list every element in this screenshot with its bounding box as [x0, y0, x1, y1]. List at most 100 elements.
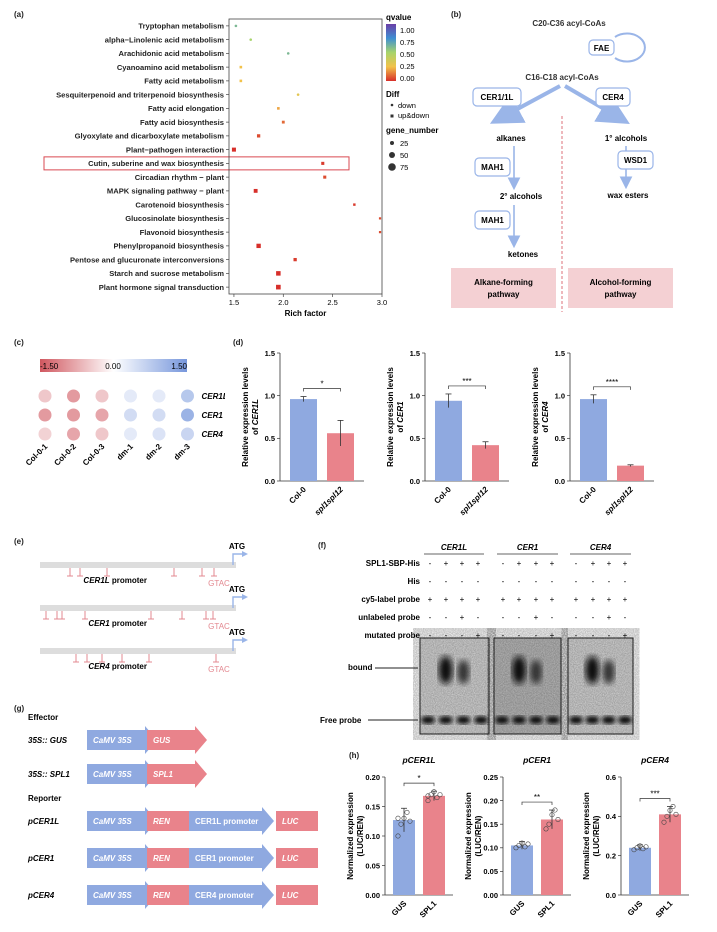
panel-g-label: (g)	[14, 704, 25, 713]
bar	[629, 847, 651, 895]
heatmap-cell	[152, 427, 166, 441]
alcohol-pathway-box	[568, 268, 673, 308]
promoter-label: CER1 promoter	[88, 619, 147, 628]
camv35s-promoter-block-label: CaMV 35S	[93, 817, 132, 826]
heatmap-cell	[124, 427, 137, 441]
replicate-point	[395, 815, 401, 821]
heatmap-col-label: Col-0-1	[24, 442, 50, 468]
mah1-label-1: MAH1	[481, 163, 504, 172]
significance-label: *	[320, 380, 323, 389]
panel-h-label: (h)	[349, 751, 360, 760]
gene-number-legend-title: gene_number	[386, 126, 438, 135]
bar-ytick-label: 0.0	[555, 477, 565, 486]
a-point-updown	[276, 271, 281, 276]
a-point-updown	[256, 134, 261, 138]
bar-ytick-label: 0.00	[365, 891, 380, 900]
emsa-cell: -	[477, 613, 480, 622]
panel-d-label: (d)	[233, 338, 244, 347]
significance-bracket	[521, 801, 553, 806]
a-term-label: Flavonoid biosynthesis	[140, 228, 224, 237]
qvalue-legend-title: qvalue	[386, 13, 412, 22]
bar-ytick-label: 0.0	[265, 477, 275, 486]
camv35s-promoter-block-label: CaMV 35S	[93, 770, 132, 779]
luc-block	[276, 811, 318, 831]
emsa-cell: +	[623, 559, 628, 568]
heatmap-cell	[124, 408, 137, 422]
luc-block-label: LUC	[282, 817, 299, 826]
bar-category-label: SPL1	[654, 899, 675, 920]
emsa-cell: -	[445, 631, 448, 640]
heatmap-col-label: Col-0-2	[52, 442, 78, 468]
emsa-cell: -	[608, 631, 611, 640]
effector-gene-block-label: GUS	[153, 736, 171, 745]
bar-ytick-label: 0.4	[606, 812, 617, 821]
bar	[659, 814, 681, 895]
gene-75-label: 75	[400, 163, 408, 172]
emsa-cell: +	[460, 559, 465, 568]
diff-down-marker	[390, 103, 394, 107]
free-probe-band	[585, 716, 600, 724]
bar-ytick-label: 0.20	[365, 773, 380, 782]
emsa-cell: +	[550, 559, 555, 568]
replicate-point	[434, 795, 440, 801]
emsa-cell: -	[502, 577, 505, 586]
bar-ytick-label: 1.0	[410, 391, 420, 400]
emsa-cell: -	[429, 631, 432, 640]
replicate-point	[525, 841, 531, 847]
bar-ytick-label: 0.10	[365, 832, 380, 841]
qvalue-tick-label: 0.25	[400, 62, 415, 71]
a-xtick-label: 2.5	[327, 298, 337, 307]
emsa-cell: -	[429, 613, 432, 622]
a-point-updown	[276, 284, 281, 290]
replicate-point	[398, 821, 404, 827]
replicate-point	[425, 793, 431, 799]
a-term-label: Plant hormone signal transduction	[99, 283, 225, 292]
emsa-cell: +	[476, 559, 481, 568]
free-probe-band	[529, 716, 543, 724]
heatmap-col-label: dm-1	[115, 442, 135, 462]
replicate-point	[637, 843, 643, 849]
bar-ytick-label: 0.20	[483, 796, 498, 805]
emsa-cell: +	[534, 559, 539, 568]
b-2-alcohols: 2° alcohols	[500, 192, 543, 201]
emsa-cell: -	[592, 577, 595, 586]
bar-category-label: spl1spl12	[313, 485, 346, 518]
replicate-point	[664, 813, 670, 819]
a-term-label: Fatty acid elongation	[148, 104, 224, 113]
emsa-cell: -	[551, 577, 554, 586]
free-probe-band	[438, 716, 453, 724]
bar-ylabel: of CER1L	[251, 399, 260, 435]
free-probe-band	[601, 716, 616, 724]
emsa-cell: -	[575, 613, 578, 622]
significance-label: ****	[606, 378, 618, 387]
bar-ytick-label: 1.5	[555, 349, 565, 358]
a-term-label: MAPK signaling pathway − plant	[107, 187, 225, 196]
alkane-pathway-line1: Alkane-forming	[474, 278, 533, 287]
free-probe-band	[474, 716, 488, 724]
a-point-updown	[353, 203, 356, 206]
replicate-point	[428, 792, 434, 798]
camv35s-promoter-block	[87, 807, 157, 835]
heatmap-col-label: dm-2	[144, 442, 164, 462]
emsa-cell: +	[591, 559, 596, 568]
luc-block	[276, 848, 318, 868]
replicate-point	[401, 815, 407, 821]
heatmap-cell	[67, 408, 80, 422]
mah1-label-2: MAH1	[481, 216, 504, 225]
replicate-point	[425, 798, 431, 804]
bar	[472, 445, 499, 481]
emsa-cell: -	[518, 577, 521, 586]
effector-gene-block	[147, 726, 207, 754]
cer1-1l-box	[472, 87, 522, 107]
heatmap-row-label: CER1	[202, 411, 224, 420]
alkane-pathway-box	[451, 268, 556, 308]
emsa-cell: +	[534, 613, 539, 622]
emsa-cell: -	[461, 631, 464, 640]
atg-label: ATG	[229, 628, 245, 637]
arrow-to-1-alcohols	[563, 84, 630, 125]
promoter-bar	[40, 605, 236, 611]
a-point-updown	[231, 147, 236, 152]
camv35s-promoter-block-label: CaMV 35S	[93, 891, 132, 900]
heatmap-cell	[38, 408, 52, 422]
